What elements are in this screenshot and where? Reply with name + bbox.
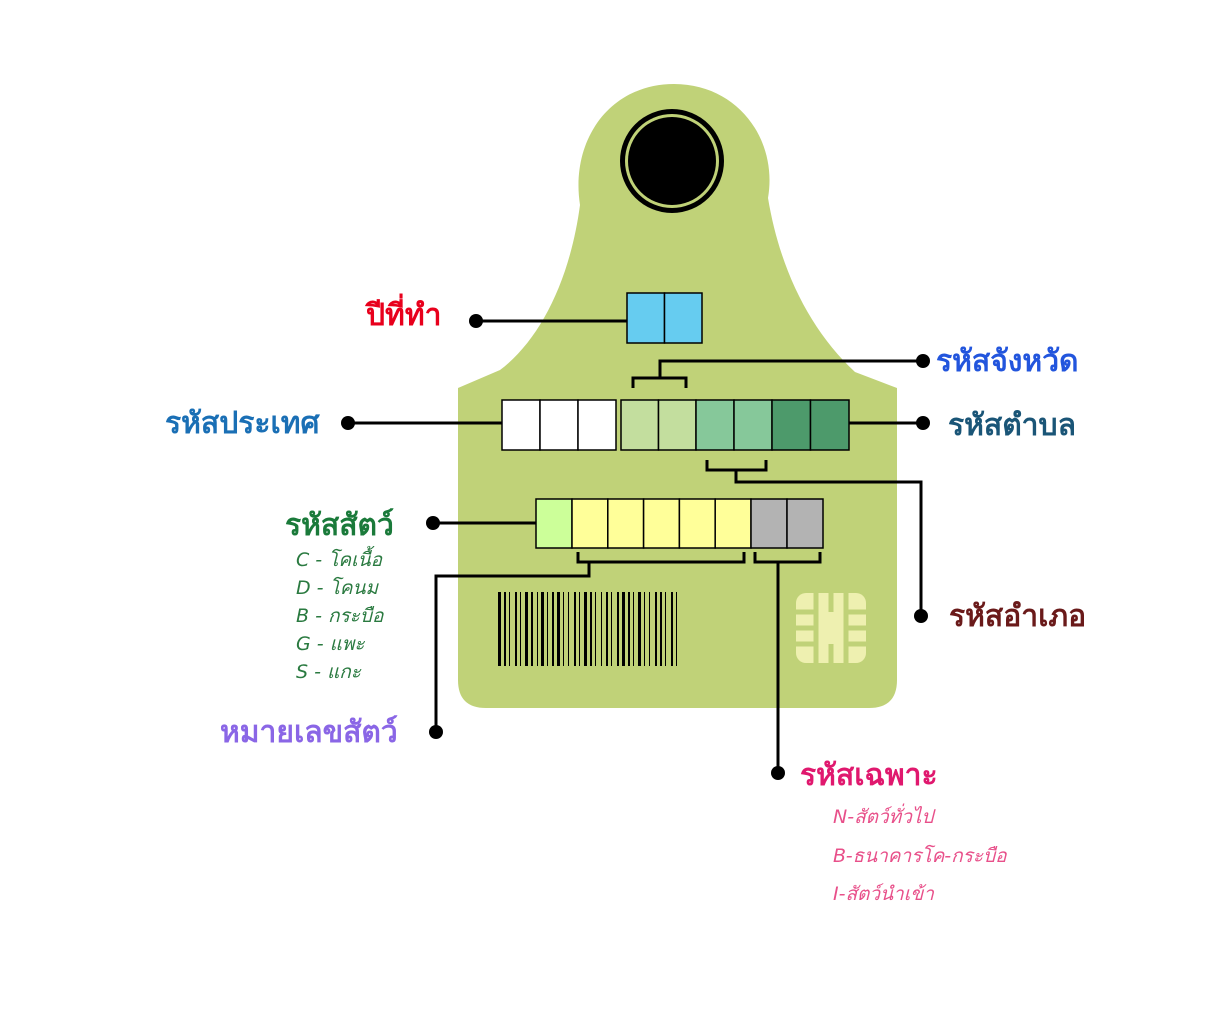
barcode-bar (531, 592, 533, 666)
barcode-bar (574, 592, 576, 666)
barcode-bar (579, 592, 580, 666)
barcode-bar (541, 592, 544, 666)
animal-label: รหัสสัตว์ (285, 508, 394, 543)
barcode-bar (628, 592, 630, 666)
animal-type-item: B - กระบือ (296, 605, 384, 627)
year-cell (626, 292, 666, 344)
subdistrict-cell (771, 399, 812, 451)
barcode-bar (644, 592, 645, 666)
animal-number-cell (607, 498, 645, 549)
barcode-bar (520, 592, 521, 666)
district-cell (695, 399, 735, 451)
country-cell (577, 399, 617, 451)
animal-number-cell (642, 498, 681, 549)
special-code-item: N-สัตว์ทั่วไป (833, 806, 934, 828)
year-label: ปีที่ทำ (366, 298, 442, 333)
barcode-bar (649, 592, 650, 666)
ear-tag-shape (458, 84, 897, 708)
province-cell (657, 399, 697, 451)
animal-type-item: C - โคเนื้อ (296, 549, 383, 571)
barcode-bar (655, 592, 657, 666)
district-cell (733, 399, 773, 451)
country-label: รหัสประเทศ (165, 406, 320, 441)
barcode-bar (595, 592, 596, 666)
chip-icon (796, 593, 866, 663)
barcode-bar (622, 592, 625, 666)
animal-number-cell (678, 498, 716, 549)
barcode-bar (638, 592, 641, 666)
barcode-bar (525, 592, 528, 666)
animal-number-cell (714, 498, 752, 549)
barcode-bar (676, 592, 677, 666)
subdistrict-cell (809, 399, 850, 451)
province-cell (620, 399, 660, 451)
tag-hole-icon (620, 109, 724, 213)
barcode-bar (547, 592, 548, 666)
barcode-bar (590, 592, 592, 666)
animal-number-cell (571, 498, 609, 549)
barcode-bar (552, 592, 554, 666)
barcode-bar (584, 592, 587, 666)
barcode-icon (498, 592, 677, 666)
barcode-bar (633, 592, 634, 666)
district-label: รหัสอำเภอ (949, 599, 1087, 634)
barcode-bar (617, 592, 619, 666)
animal-cell (535, 498, 573, 549)
subdistrict-label: รหัสตำบล (948, 408, 1076, 443)
barcode-bar (509, 592, 510, 666)
special-cell (750, 498, 788, 549)
barcode-bar (606, 592, 608, 666)
country-cell (501, 399, 541, 451)
barcode-bar (671, 592, 673, 666)
year-cell (663, 292, 703, 344)
code-cells (501, 292, 850, 549)
connector-lines (348, 319, 923, 773)
barcode-bar (557, 592, 560, 666)
animal-number-label: หมายเลขสัตว์ (220, 715, 398, 750)
barcode-bar (611, 592, 612, 666)
barcode-bar (537, 592, 538, 666)
connector-dots (341, 314, 930, 780)
barcode-bar (498, 592, 501, 666)
barcode-bar (563, 592, 564, 666)
special-code-item: B-ธนาคารโค-กระบือ (833, 845, 1007, 867)
special-label: รหัสเฉพาะ (800, 758, 938, 793)
special-code-item: I-สัตว์นำเข้า (833, 883, 934, 905)
animal-type-item: S - แกะ (296, 661, 361, 683)
barcode-bar (504, 592, 506, 666)
barcode-bar (660, 592, 662, 666)
barcode-bar (665, 592, 666, 666)
barcode-bar (515, 592, 517, 666)
country-cell (539, 399, 579, 451)
province-label: รหัสจังหวัด (936, 344, 1079, 379)
animal-type-item: G - แพะ (296, 633, 365, 655)
animal-type-item: D - โคนม (296, 577, 378, 599)
barcode-bar (601, 592, 602, 666)
special-cell (786, 498, 824, 549)
barcode-bar (568, 592, 569, 666)
